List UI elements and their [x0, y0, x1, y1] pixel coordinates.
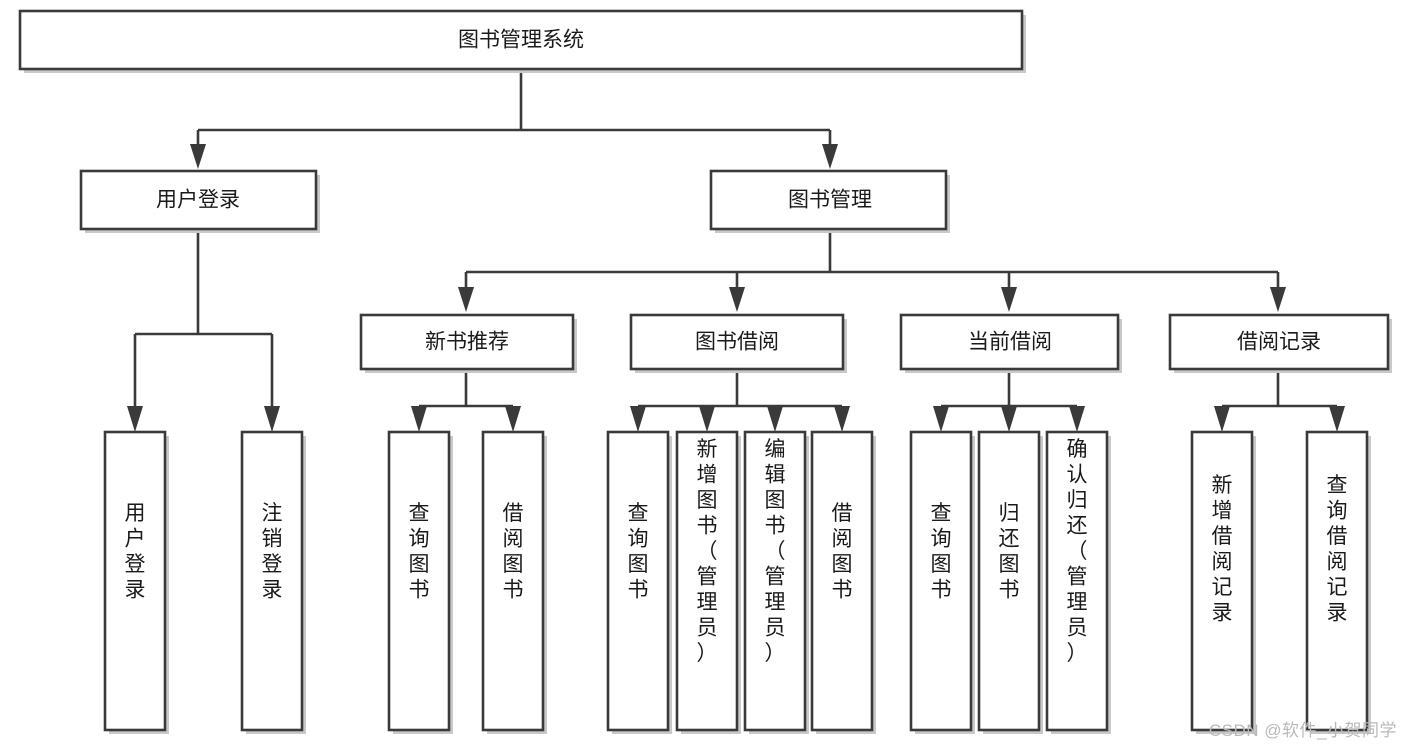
node-leaf-return-book[interactable]: 归还图书: [977, 430, 1043, 734]
arrow-borrow-book-leaf3: [767, 406, 783, 432]
node-leaf-query-borrow-record-box: [1305, 430, 1369, 732]
node-root-label: 图书管理系统: [458, 29, 584, 52]
node-leaf-borrow-book-1-label: 借阅图书: [503, 502, 524, 602]
node-book-management-label: 图书管理: [788, 189, 872, 212]
node-leaf-confirm-return[interactable]: 确认归还（管理员）: [1045, 430, 1111, 734]
arrow-to-borrow-book: [729, 287, 745, 312]
node-user-login-label: 用户登录: [156, 189, 240, 212]
node-leaf-borrow-book-1-box: [481, 430, 545, 732]
node-root-box: [18, 9, 1024, 71]
node-current-borrow[interactable]: 当前借阅: [899, 313, 1122, 373]
node-leaf-add-borrow-record-label: 新增借阅记录: [1212, 474, 1233, 625]
arrow-user-login-leaf1: [127, 406, 143, 432]
node-leaf-return-book-box: [977, 430, 1041, 732]
node-book-management-box: [709, 169, 948, 231]
node-leaf-edit-book-label: 编辑图书（管理员）: [765, 438, 786, 665]
node-leaf-query-book-1[interactable]: 查询图书: [387, 430, 453, 734]
arrow-current-borrow-leaf1: [933, 406, 949, 432]
node-new-book-recommend[interactable]: 新书推荐: [359, 313, 577, 373]
node-leaf-query-borrow-record[interactable]: 查询借阅记录: [1305, 430, 1371, 734]
node-leaf-query-book-2-box: [606, 430, 670, 732]
node-book-borrow[interactable]: 图书借阅: [629, 313, 847, 373]
node-leaf-add-borrow-record[interactable]: 新增借阅记录: [1190, 430, 1256, 734]
node-book-borrow-label: 图书借阅: [695, 331, 779, 354]
node-borrow-record[interactable]: 借阅记录: [1168, 313, 1392, 373]
arrow-borrow-record-leaf1: [1214, 406, 1230, 432]
node-leaf-edit-book[interactable]: 编辑图书（管理员）: [743, 430, 809, 734]
arrow-borrow-book-leaf4: [834, 406, 850, 432]
node-leaf-user-login[interactable]: 用户登录: [103, 430, 169, 734]
node-leaf-query-book-2[interactable]: 查询图书: [606, 430, 672, 734]
node-new-book-recommend-label: 新书推荐: [425, 331, 509, 354]
arrow-to-new-book: [458, 287, 474, 312]
arrow-borrow-record-leaf2: [1329, 406, 1345, 432]
node-leaf-query-book-1-label: 查询图书: [409, 502, 430, 602]
node-leaf-user-login-label: 用户登录: [125, 502, 146, 602]
arrow-to-borrow-record: [1270, 287, 1286, 312]
node-leaf-query-book-3-label: 查询图书: [931, 502, 952, 602]
node-leaf-confirm-return-box: [1045, 430, 1109, 732]
node-leaf-query-borrow-record-label: 查询借阅记录: [1327, 474, 1348, 625]
node-new-book-recommend-box: [359, 313, 575, 371]
arrow-user-login-leaf2: [264, 406, 280, 432]
node-user-login[interactable]: 用户登录: [79, 169, 320, 233]
arrow-root-to-book-mgmt: [822, 144, 838, 169]
arrow-borrow-book-leaf2: [699, 406, 715, 432]
node-root[interactable]: 图书管理系统: [18, 9, 1026, 73]
node-leaf-borrow-book-2[interactable]: 借阅图书: [810, 430, 876, 734]
node-leaf-logout-label: 注销登录: [262, 502, 283, 602]
node-borrow-record-label: 借阅记录: [1237, 331, 1321, 354]
node-leaf-query-book-1-box: [387, 430, 451, 732]
node-leaf-logout-box: [240, 430, 304, 732]
node-leaf-add-book-label: 新增图书（管理员）: [697, 438, 718, 665]
node-leaf-add-book[interactable]: 新增图书（管理员）: [675, 430, 741, 734]
arrow-current-borrow-leaf2: [1001, 406, 1017, 432]
node-book-borrow-box: [629, 313, 845, 371]
node-book-management[interactable]: 图书管理: [709, 169, 950, 233]
arrow-root-to-user-login: [190, 144, 206, 169]
node-current-borrow-label: 当前借阅: [968, 331, 1052, 354]
node-current-borrow-box: [899, 313, 1120, 371]
arrow-new-book-leaf1: [411, 406, 427, 432]
arrow-to-current-borrow: [1001, 287, 1017, 312]
node-leaf-borrow-book-1[interactable]: 借阅图书: [481, 430, 547, 734]
node-leaf-borrow-book-2-label: 借阅图书: [832, 502, 853, 602]
node-leaf-query-book-2-label: 查询图书: [628, 502, 649, 602]
node-leaf-query-book-3-box: [909, 430, 973, 732]
node-leaf-user-login-box: [103, 430, 167, 732]
node-leaf-borrow-book-2-box: [810, 430, 874, 732]
node-leaf-add-borrow-record-box: [1190, 430, 1254, 732]
node-leaf-return-book-label: 归还图书: [999, 502, 1020, 602]
connector-layer: [127, 73, 1345, 432]
node-leaf-confirm-return-label: 确认归还（管理员）: [1067, 438, 1088, 665]
node-leaf-add-book-box: [675, 430, 739, 732]
node-user-login-box: [79, 169, 318, 231]
arrow-borrow-book-leaf1: [630, 406, 646, 432]
node-leaf-logout[interactable]: 注销登录: [240, 430, 306, 734]
arrow-current-borrow-leaf3: [1069, 406, 1085, 432]
node-leaf-edit-book-box: [743, 430, 807, 732]
node-leaf-query-book-3[interactable]: 查询图书: [909, 430, 975, 734]
node-borrow-record-box: [1168, 313, 1390, 371]
arrow-new-book-leaf2: [505, 406, 521, 432]
